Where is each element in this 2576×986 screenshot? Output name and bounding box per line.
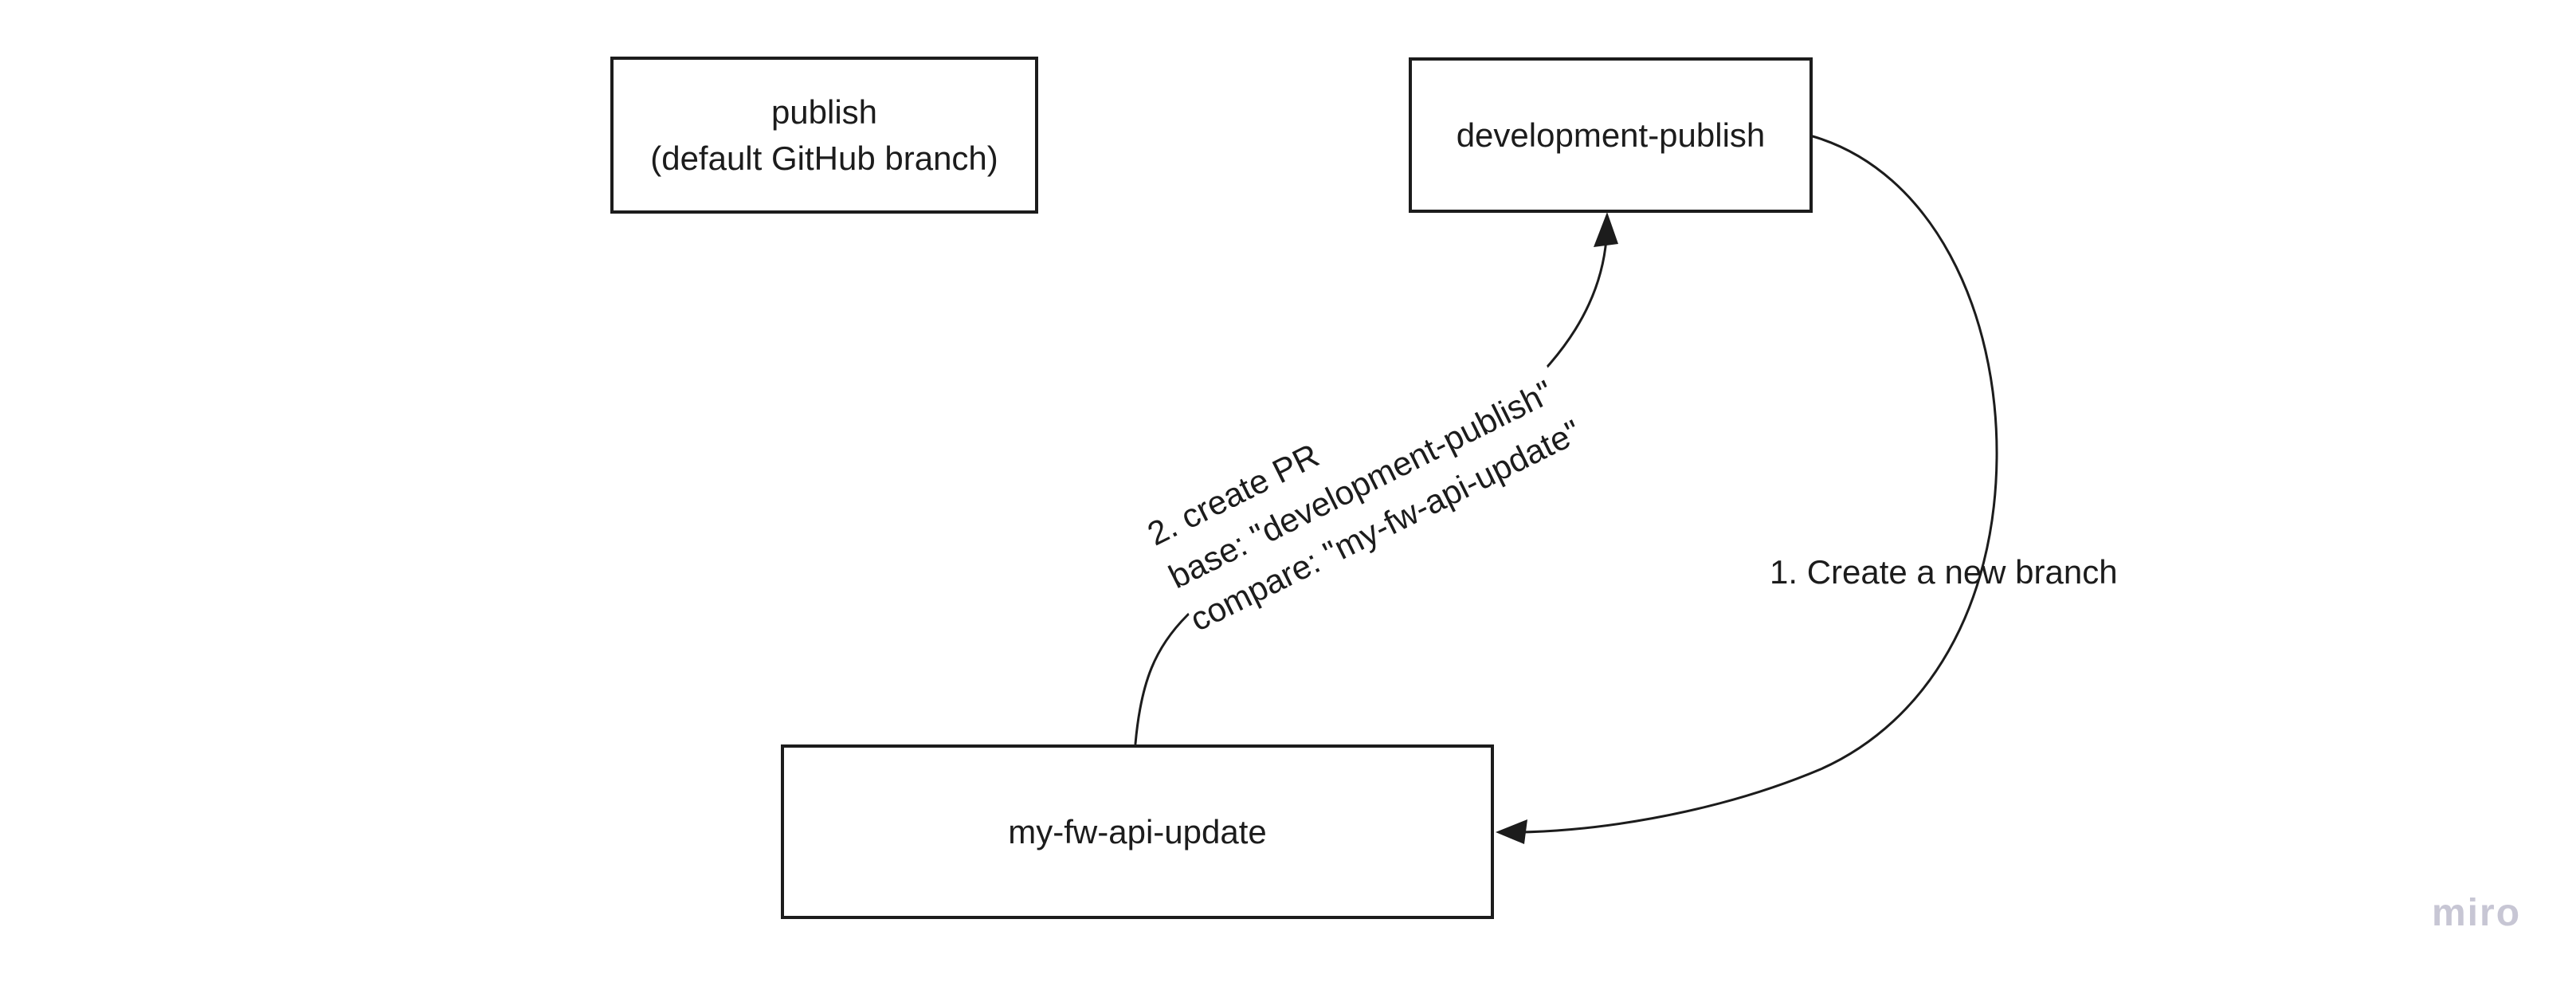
box-publish-label-line1: publish: [770, 92, 878, 131]
arrowhead-into-development-publish: [1594, 212, 1618, 247]
box-development-publish-label: development-publish: [1456, 116, 1766, 154]
box-my-fw-api-update-label: my-fw-api-update: [1008, 812, 1267, 850]
miro-watermark: miro: [2432, 892, 2522, 934]
box-publish-label-line2: (default GitHub branch): [650, 139, 998, 177]
box-my-fw-api-update[interactable]: my-fw-api-update: [781, 744, 1494, 919]
box-development-publish[interactable]: development-publish: [1409, 57, 1813, 213]
box-publish-default-branch[interactable]: publish (default GitHub branch): [610, 57, 1038, 214]
label-create-new-branch[interactable]: 1. Create a new branch: [1770, 553, 2118, 591]
arrowhead-into-my-fw-api-update: [1496, 819, 1527, 844]
connector-create-branch-line[interactable]: [1500, 135, 1998, 834]
